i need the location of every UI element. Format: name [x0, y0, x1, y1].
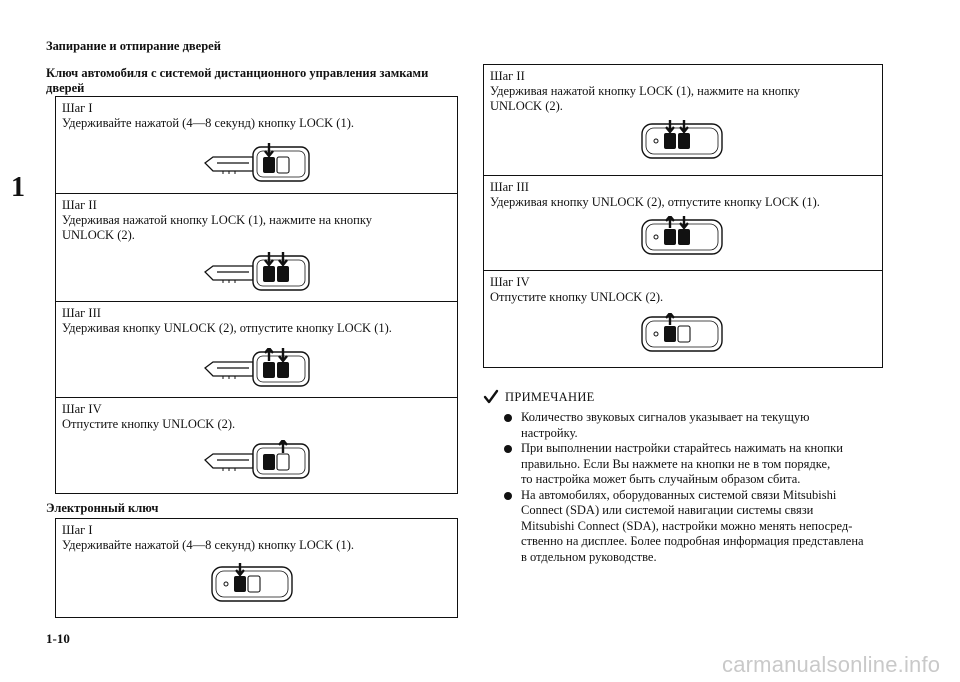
remote-section-title: Ключ автомобиля с системой дистанционног… [46, 66, 428, 96]
step-description: Удерживайте нажатой (4—8 секунд) кнопку … [62, 538, 354, 552]
electronic-section-title: Электронный ключ [46, 501, 159, 515]
step-label: Шаг I [62, 101, 93, 115]
step-label: Шаг II [490, 69, 525, 83]
remote-step-4: Шаг IV Отпустите кнопку UNLOCK (2). [56, 397, 457, 493]
remote-key-lock-unlock-icon [204, 252, 310, 291]
electronic-step-1: Шаг I Удерживайте нажатой (4—8 секунд) к… [56, 519, 457, 617]
step-description: Удерживайте нажатой (4—8 секунд) кнопку … [62, 116, 354, 130]
smart-key-steps-box: Шаг II Удерживая нажатой кнопку LOCK (1)… [483, 64, 883, 368]
step-description-cont: UNLOCK (2). [62, 228, 135, 242]
remote-steps-box: Шаг I Удерживайте нажатой (4—8 секунд) к… [55, 96, 458, 494]
step-description: Отпустите кнопку UNLOCK (2). [62, 417, 236, 431]
note-bullet-3: На автомобилях, оборудованных системой с… [501, 488, 883, 566]
step-label: Шаг IV [490, 275, 530, 289]
remote-step-2: Шаг II Удерживая нажатой кнопку LOCK (1)… [56, 193, 457, 301]
note-bullet-list: Количество звуковых сигналов указывает н… [501, 410, 883, 565]
smart-step-3: Шаг III Удерживая кнопку UNLOCK (2), отп… [484, 175, 882, 270]
remote-step-3: Шаг III Удерживая кнопку UNLOCK (2), отп… [56, 301, 457, 397]
step-label: Шаг I [62, 523, 93, 537]
note-checkmark-icon [483, 389, 499, 404]
note-section: ПРИМЕЧАНИЕ Количество звуковых сигналов … [483, 389, 883, 565]
step-description: Удерживая кнопку UNLOCK (2), отпустите к… [62, 321, 392, 335]
step-description: Удерживая нажатой кнопку LOCK (1), нажми… [490, 84, 800, 98]
note-header: ПРИМЕЧАНИЕ [483, 389, 883, 405]
chapter-marker: 1 [11, 172, 25, 203]
note-title: ПРИМЕЧАНИЕ [505, 389, 595, 404]
remote-key-lock-icon [204, 143, 310, 182]
note-bullet-2: При выполнении настройки старайтесь нажи… [501, 441, 883, 488]
watermark: carmanualsonline.info [722, 652, 941, 677]
remote-section-title-line2: дверей [46, 81, 85, 95]
page-number: 1-10 [46, 631, 70, 646]
step-description: Удерживая кнопку UNLOCK (2), отпустите к… [490, 195, 820, 209]
smart-key-lock-icon [211, 563, 293, 602]
smart-step-2: Шаг II Удерживая нажатой кнопку LOCK (1)… [484, 65, 882, 175]
step-description: Отпустите кнопку UNLOCK (2). [490, 290, 664, 304]
step-label: Шаг III [490, 180, 529, 194]
step-description: Удерживая нажатой кнопку LOCK (1), нажми… [62, 213, 372, 227]
step-label: Шаг IV [62, 402, 102, 416]
remote-section-title-line1: Ключ автомобиля с системой дистанционног… [46, 66, 429, 80]
step-label: Шаг II [62, 198, 97, 212]
electronic-steps-box: Шаг I Удерживайте нажатой (4—8 секунд) к… [55, 518, 458, 618]
smart-step-4: Шаг IV Отпустите кнопку UNLOCK (2). [484, 270, 882, 366]
remote-key-release-lock-icon [204, 348, 310, 387]
smart-key-release-unlock-icon [641, 313, 723, 352]
remote-key-release-unlock-icon [204, 440, 310, 479]
smart-key-release-lock-icon [641, 216, 723, 255]
step-label: Шаг III [62, 306, 101, 320]
remote-step-1: Шаг I Удерживайте нажатой (4—8 секунд) к… [56, 97, 457, 193]
smart-key-lock-unlock-icon [641, 120, 723, 159]
note-bullet-1: Количество звуковых сигналов указывает н… [501, 410, 883, 441]
page-header-title: Запирание и отпирание дверей [46, 39, 221, 53]
step-description-cont: UNLOCK (2). [490, 99, 563, 113]
